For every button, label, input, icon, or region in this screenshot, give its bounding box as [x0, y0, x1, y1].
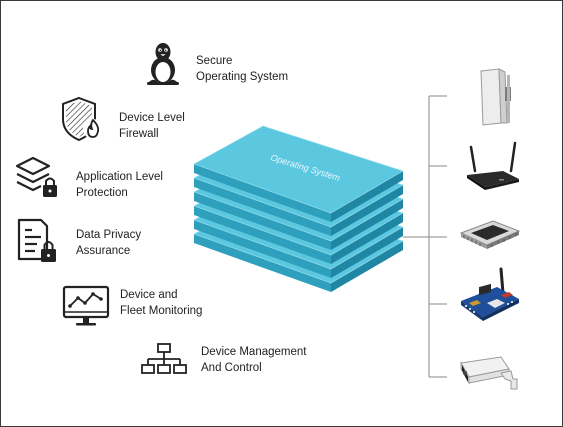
- feature-app-protection-label: Application Level Protection: [76, 169, 163, 201]
- layers-lock-icon: [13, 155, 63, 201]
- hierarchy-icon: [140, 342, 190, 376]
- feature-device-firewall-line2: Firewall: [119, 128, 159, 140]
- linux-penguin-icon: [143, 41, 183, 87]
- wifi-router-icon: [463, 141, 523, 193]
- feature-secure-os-line2: Operating System: [196, 71, 289, 83]
- feature-app-protection-line1: Application Level: [76, 171, 163, 183]
- feature-device-management-label: Device Management And Control: [201, 344, 306, 376]
- security-camera-icon: [457, 349, 523, 393]
- feature-data-privacy-line2: Assurance: [76, 245, 131, 257]
- device-connector-tree: [403, 95, 447, 378]
- feature-data-privacy-label: Data Privacy Assurance: [76, 227, 141, 259]
- feature-fleet-monitoring-line2: Fleet Monitoring: [120, 305, 203, 317]
- processor-chip-icon: [457, 215, 523, 255]
- shield-fire-icon: [59, 95, 107, 143]
- feature-device-firewall-label: Device Level Firewall: [119, 110, 185, 142]
- feature-secure-os-label: Secure Operating System: [196, 53, 288, 85]
- feature-device-management-line1: Device Management: [201, 346, 307, 358]
- feature-fleet-monitoring-line1: Device and: [120, 289, 178, 301]
- stack-layers: Device ControlMonitoringMiddlewareApplic…: [193, 125, 404, 292]
- feature-device-management-line2: And Control: [201, 362, 262, 374]
- feature-fleet-monitoring-label: Device and Fleet Monitoring: [120, 287, 202, 319]
- document-lock-icon: [15, 217, 61, 265]
- feature-device-firewall-line1: Device Level: [119, 112, 185, 124]
- feature-secure-os-line1: Secure: [196, 55, 233, 67]
- outdoor-access-point-icon: [471, 67, 519, 129]
- feature-data-privacy-line1: Data Privacy: [76, 229, 142, 241]
- feature-app-protection-line2: Protection: [76, 187, 128, 199]
- stack-layer: Operating System: [193, 125, 404, 222]
- monitor-chart-icon: [61, 284, 111, 328]
- circuit-board-icon: [457, 263, 523, 329]
